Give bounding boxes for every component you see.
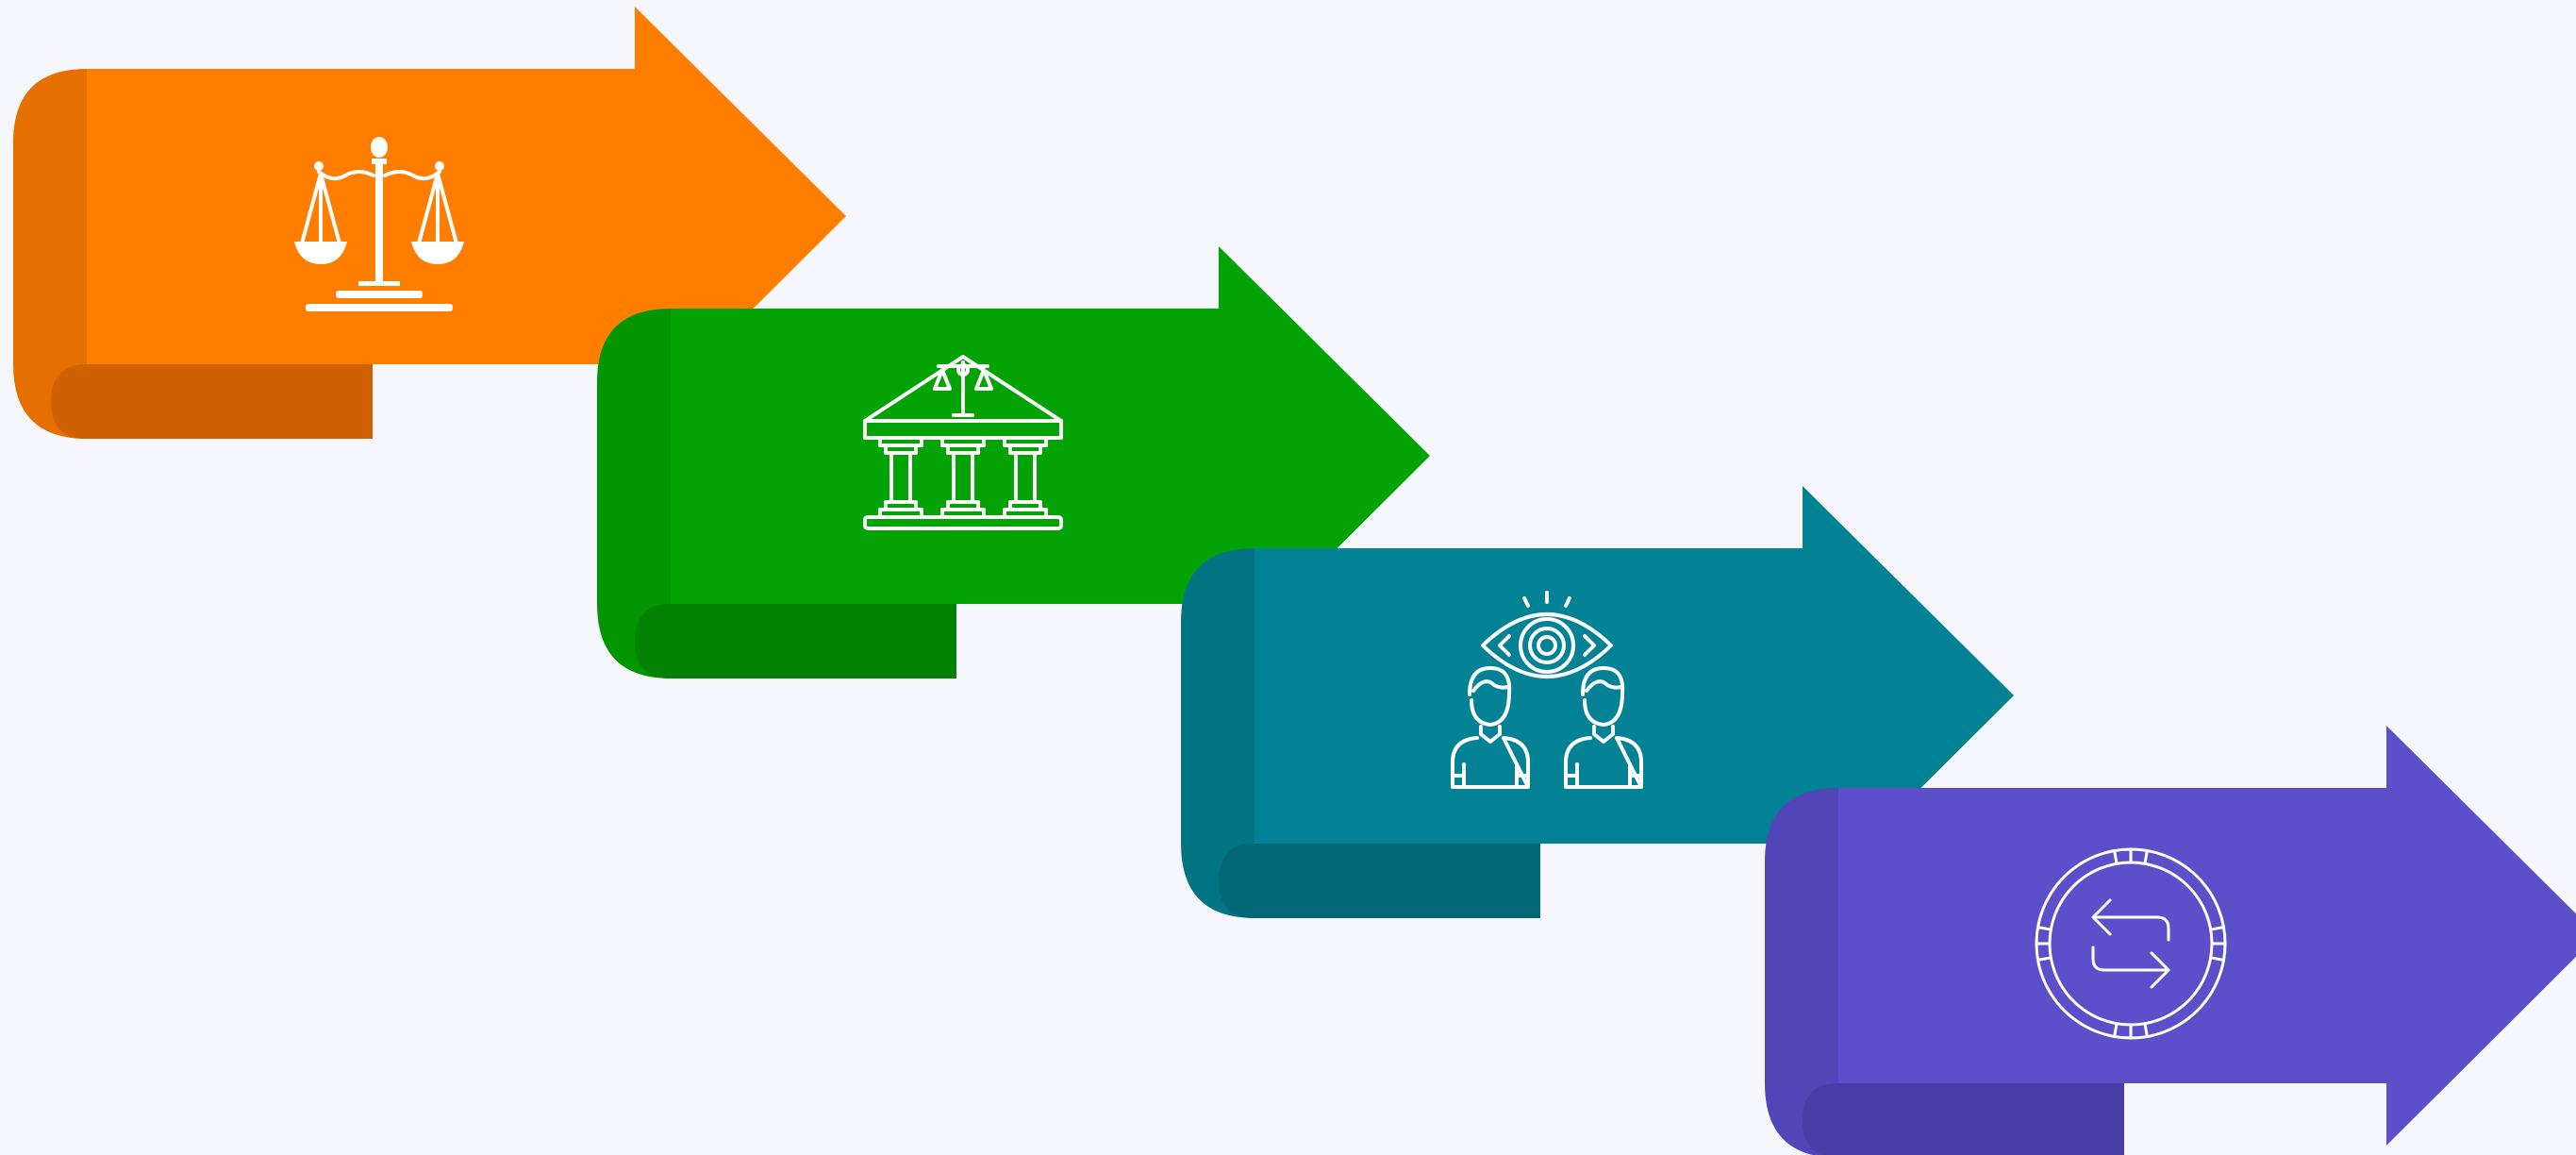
ribbon-fold (635, 604, 956, 678)
ribbon-roll (1765, 788, 1838, 1155)
ribbon-roll (13, 69, 87, 439)
ribbon-roll (1181, 548, 1255, 918)
people-eye-icon (1451, 591, 1643, 789)
step-exchange (1765, 726, 2576, 1155)
ribbon-curl (1803, 1083, 1838, 1155)
ribbon-roll (597, 309, 671, 678)
ribbon-fold (51, 364, 373, 439)
ribbon-curl (1219, 844, 1255, 918)
ribbon-fold (1803, 1083, 2124, 1155)
ribbon-curl (51, 364, 87, 439)
courthouse-icon (863, 355, 1063, 530)
ribbon-arrow (1838, 726, 2576, 1146)
ribbon-fold (1219, 844, 1540, 918)
ribbon-curl (635, 604, 671, 678)
coin-exchange-icon (2035, 847, 2227, 1040)
scales-of-justice-icon (294, 137, 464, 311)
